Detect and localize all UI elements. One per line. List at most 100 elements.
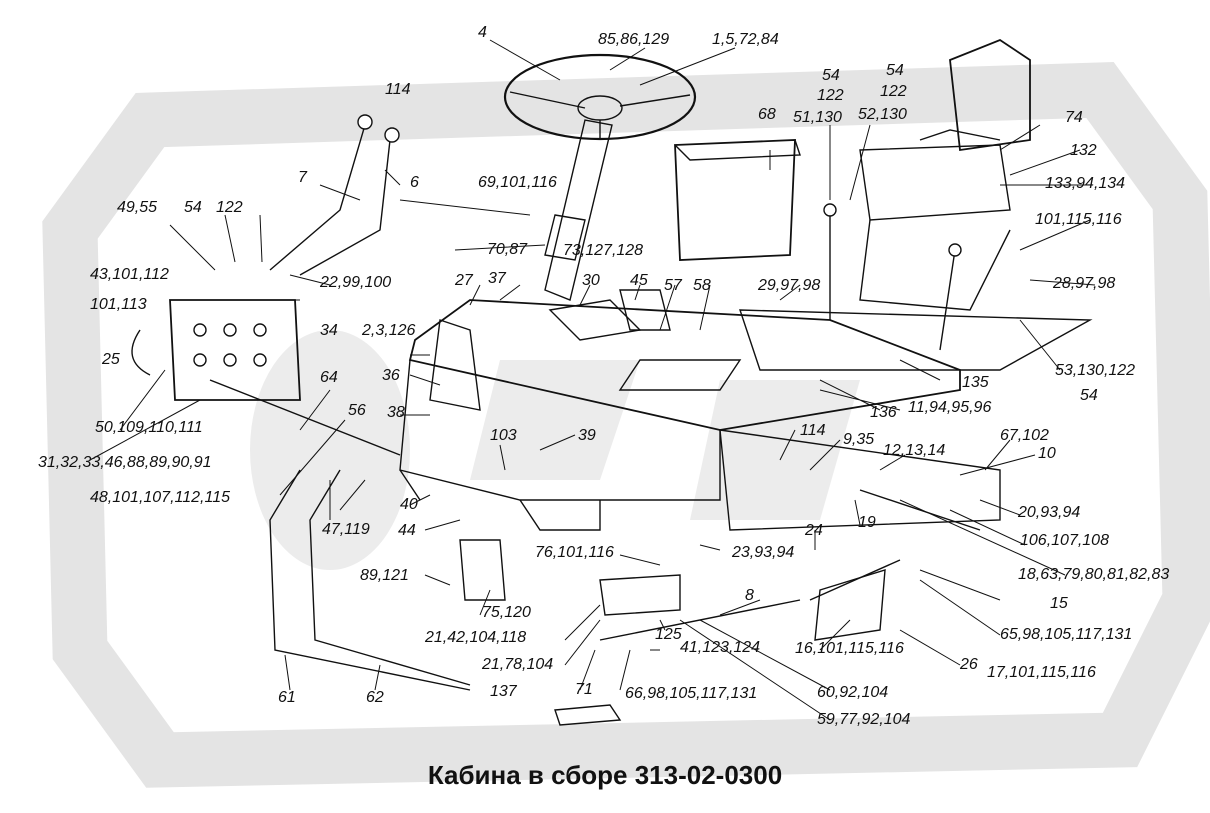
line-art [131,38,1093,726]
callout-label: 30 [582,272,600,289]
callout-label: 60,92,104 [817,684,889,701]
callout-label: 58 [693,277,711,294]
callout-label: 20,93,94 [1018,504,1081,521]
callout-label: 53,130,122 [1055,362,1136,379]
callout-label: 61 [278,689,296,706]
callout-label: 70,87 [487,241,528,258]
callout-label: 136 [870,404,897,421]
callout-label: 59,77,92,104 [817,711,911,728]
callout-label: 103 [490,427,517,444]
callout-label: 122 [216,199,243,216]
callout-label: 39 [578,427,596,444]
callout-label: 1,5,72,84 [712,31,779,48]
callout-label: 85,86,129 [598,31,670,48]
callout-label: 28,97,98 [1053,275,1116,292]
callout-label: 8 [745,587,754,604]
callout-label: 31,32,33,46,88,89,90,91 [38,454,212,471]
callout-label: 64 [320,369,338,386]
callout-label: 45 [630,272,648,289]
callout-label: 2,3,126 [362,322,416,339]
operator-seat [949,38,1031,152]
callout-label: 27 [455,272,473,289]
callout-label: 122 [817,87,844,104]
callout-label: 106,107,108 [1020,532,1109,549]
callout-label: 54 [822,67,840,84]
callout-label: 22,99,100 [320,274,392,291]
callout-label: 125 [655,626,682,643]
callout-label: 101,113 [90,296,147,313]
callout-label: 38 [387,404,405,421]
callout-label: 48,101,107,112,115 [90,489,230,506]
callout-label: 21,78,104 [482,656,554,673]
cab-body [408,299,961,431]
callout-label: 135 [962,374,989,391]
callout-label: 21,42,104,118 [425,629,527,646]
callout-label: 17,101,115,116 [987,664,1096,681]
callout-label: 54 [886,62,904,79]
brake-valve [599,574,681,616]
callout-label: 122 [880,83,907,100]
callout-label: 114 [385,81,411,98]
callout-label: 73,127,128 [563,242,644,259]
floor-frame [719,429,1001,531]
callout-label: 56 [348,402,366,419]
watermark-logo [42,62,1210,788]
callout-label: 15 [1050,595,1068,612]
leader-lines [89,39,1096,721]
steering-column [544,119,613,301]
callout-label: 16,101,115,116 [795,640,904,657]
callout-label: 75,120 [482,604,531,621]
rods [269,469,471,691]
drive-shaft [209,379,981,601]
hydraulic-distributor [169,299,301,401]
callout-label: 34 [320,322,338,339]
callout-label: 50,109,110,111 [95,419,203,436]
callout-label: 57 [664,277,682,294]
callout-label: 7 [298,169,307,186]
callout-label: 74 [1065,109,1083,126]
callout-label: 24 [805,522,823,539]
callout-label: 29,97,98 [758,277,821,294]
callout-label: 37 [488,270,506,287]
callout-label: 43,101,112 [90,266,169,283]
callout-label: 76,101,116 [535,544,614,561]
callout-label: 26 [960,656,978,673]
callout-label: 23,93,94 [732,544,795,561]
callout-label: 51,130 [793,109,842,126]
callout-label: 65,98,105,117,131 [1000,626,1133,643]
fuel-tank [674,139,796,261]
diagram-title: Кабина в сборе 313-02-0300 [427,760,783,790]
callout-label: 25 [102,351,120,368]
callout-label: 6 [410,174,419,191]
callout-label: 41,123,124 [680,639,761,656]
callout-label: 67,102 [1000,427,1049,444]
callout-label: 89,121 [360,567,409,584]
callout-label: 18,63,79,80,81,82,83 [1018,566,1170,583]
callout-label: 69,101,116 [478,174,557,191]
callout-label: 12,13,14 [883,442,946,459]
callout-label: 49,55 [117,199,158,216]
callout-label: 47,119 [322,521,370,538]
callout-label: 132 [1070,142,1097,159]
callout-label: 36 [382,367,400,384]
callout-label: 11,94,95,96 [908,399,992,416]
callout-label: 19 [858,514,876,531]
callout-label: 54 [184,199,202,216]
callout-label: 101,115,116 [1035,211,1122,228]
callout-label: 9,35 [843,431,875,448]
callout-label: 66,98,105,117,131 [625,685,758,702]
callout-label: 71 [575,681,593,698]
callout-label: 52,130 [858,106,907,123]
callout-label: 44 [398,522,416,539]
callout-label: 40 [400,496,418,513]
callout-label: 114 [800,422,826,439]
callout-label: 133,94,134 [1045,175,1126,192]
control-lever [828,209,834,320]
callout-label: 4 [478,24,487,41]
steering-wheel [503,53,697,141]
lever-handles [269,124,391,276]
callout-label: 10 [1038,445,1056,462]
callout-label: 62 [366,689,384,706]
